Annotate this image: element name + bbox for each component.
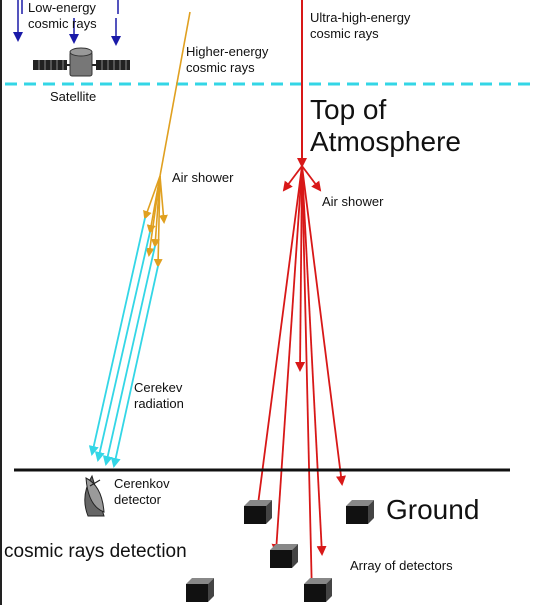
cerenkov-detector-line-1: Cerenkov	[114, 476, 170, 491]
dish-antenna-icon	[84, 474, 105, 517]
red-shower	[253, 165, 346, 598]
detector-box-icon	[186, 578, 214, 602]
ultra-high-energy-label: Ultra-high-energy cosmic rays	[310, 10, 410, 42]
satellite-label: Satellite	[50, 89, 97, 104]
ground-label: Ground	[386, 494, 480, 525]
low-energy-label: Low-energy cosmic rays	[28, 0, 97, 32]
cerenkov-radiation-line-2: radiation	[134, 396, 184, 411]
satellite-icon	[33, 47, 130, 77]
higher-energy-line-1: Higher-energy	[186, 44, 269, 59]
cerenkov-rays	[88, 217, 159, 468]
higher-energy-ray	[159, 11, 191, 177]
cerenkov-radiation-line-1: Cerekev	[134, 380, 183, 395]
ultra-high-line-2: cosmic rays	[310, 26, 379, 41]
higher-energy-label: Higher-energy cosmic rays	[186, 44, 268, 76]
top-of-atmosphere-label: Top of Atmosphere	[310, 94, 461, 158]
cerenkov-detector-label: Cerenkov detector	[114, 476, 170, 508]
low-energy-line-1: Low-energy	[28, 0, 96, 15]
higher-energy-line-2: cosmic rays	[186, 60, 255, 75]
detector-box-icon	[270, 544, 298, 568]
detector-box-icon	[304, 578, 332, 602]
orange-shower	[143, 175, 168, 268]
low-energy-line-2: cosmic rays	[28, 16, 97, 31]
array-of-detectors-label: Array of detectors	[350, 558, 453, 573]
top-of-atmosphere-line-2: Atmosphere	[310, 126, 461, 157]
ultra-high-line-1: Ultra-high-energy	[310, 10, 411, 25]
cerenkov-radiation-label: Cerekev radiation	[134, 380, 184, 412]
cerenkov-detector-line-2: detector	[114, 492, 161, 507]
air-shower-left-label: Air shower	[172, 170, 234, 185]
diagram-title: cosmic rays detection	[4, 541, 187, 562]
air-shower-right-label: Air shower	[322, 194, 384, 209]
top-of-atmosphere-line-1: Top of	[310, 94, 387, 125]
detector-box-icon	[346, 500, 374, 524]
detector-box-icon	[244, 500, 272, 524]
